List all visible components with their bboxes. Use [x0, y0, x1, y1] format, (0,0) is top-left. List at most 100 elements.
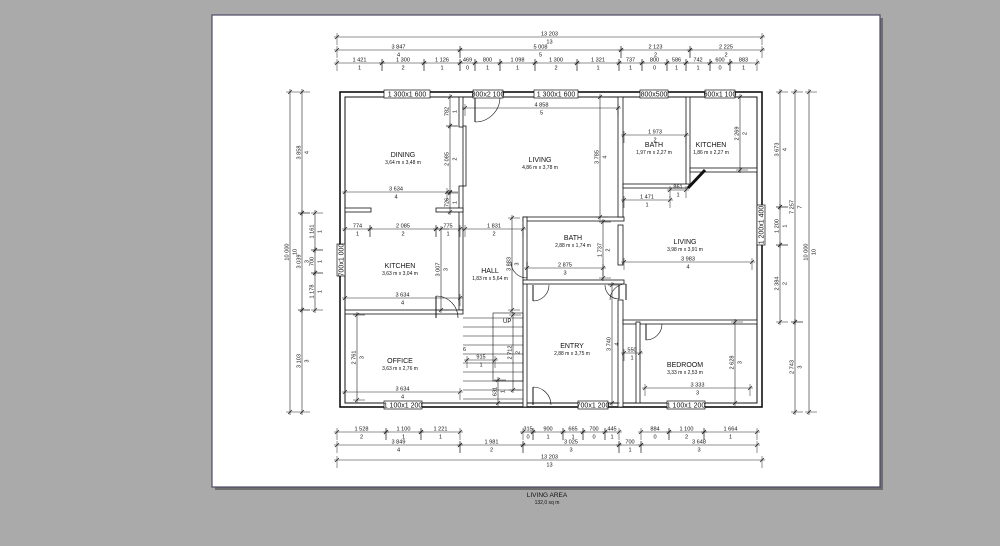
- dimension-count: 1: [628, 448, 631, 454]
- dimension-value: 600: [715, 58, 724, 64]
- window-opening: 1 100x1 200: [383, 400, 423, 410]
- window-opening: 700x1 000: [336, 244, 346, 276]
- dimension-count: 3: [738, 361, 744, 364]
- dimension-count: 2: [783, 282, 789, 285]
- stairs-up-label: UP: [503, 319, 511, 325]
- dimension-value: 861: [673, 185, 682, 191]
- dimension-count: 2: [653, 138, 656, 144]
- room-size: 1,83 m x 5,64 m: [472, 276, 508, 282]
- dimension-value: 900: [543, 427, 552, 433]
- room-name: LIVING: [674, 239, 697, 246]
- opening-size-label: 1 100x1 200: [384, 403, 423, 410]
- interior-wall: [344, 207, 372, 213]
- door-swing-arc: [435, 295, 459, 319]
- dimension-count: 3: [696, 391, 699, 397]
- dimension-count: 2: [401, 232, 404, 238]
- dimension-value: 800: [650, 58, 659, 64]
- dimension-count: 1: [440, 66, 443, 72]
- dimension-count: 3: [798, 365, 804, 368]
- dimension-count: 4: [401, 301, 404, 307]
- interior-wall: [617, 96, 624, 218]
- dimension-count: 3: [305, 260, 311, 263]
- interior-wall: [689, 167, 758, 173]
- dimension-count: 0: [592, 435, 595, 441]
- dimension-value: 1 126: [435, 58, 449, 64]
- interior-wall: [435, 207, 464, 213]
- room-size: 2,88 m x 1,74 m: [555, 243, 591, 249]
- walls: UP6: [339, 91, 763, 408]
- window-opening: 600x1 100: [704, 89, 736, 99]
- dimension-value: 13 203: [541, 455, 558, 461]
- interior-wall: [622, 319, 758, 325]
- dimension-count: 13: [546, 40, 552, 46]
- room-name: HALL: [481, 268, 499, 275]
- room-name: DINING: [391, 152, 416, 159]
- dimension-count: 1: [742, 66, 745, 72]
- room-name: BATH: [645, 142, 663, 149]
- dimension-value: 2 225: [719, 45, 733, 51]
- dimension-value: 1 471: [640, 195, 654, 201]
- dimension-value: 10 000: [285, 243, 291, 260]
- dimension-value: 3 673: [775, 143, 781, 157]
- dimension-value: 586: [672, 58, 681, 64]
- dimension-count: 1: [486, 66, 489, 72]
- dimension-value: 1 737: [598, 243, 604, 257]
- dimension-count: 1: [318, 230, 324, 233]
- door-swing-arc: [532, 386, 552, 406]
- dimension-value: 2 085: [445, 152, 451, 166]
- dimension-value: 665: [568, 427, 577, 433]
- interior-wall: [617, 224, 624, 266]
- dimension-value: 3 634: [389, 187, 403, 193]
- door-swing-arc: [532, 284, 550, 302]
- living-area-value: 132,0 sq m: [535, 500, 560, 506]
- dimension-value: 631: [493, 387, 499, 396]
- dimension-value: 782: [445, 107, 451, 116]
- dimension-count: 1: [516, 66, 519, 72]
- door-swing-arc: [510, 261, 528, 279]
- dimension-count: 4: [615, 342, 621, 345]
- dimension-value: 700: [589, 427, 598, 433]
- dimension-value: 13 203: [541, 32, 558, 38]
- dimension-count: 2: [743, 132, 749, 135]
- room-name: LIVING: [529, 157, 552, 164]
- window-opening: 1 300x1 600: [533, 89, 579, 99]
- dimension-value: 1 300: [396, 58, 410, 64]
- stair-landing: [492, 312, 524, 382]
- window-opening: 1 100x1 200: [666, 400, 705, 410]
- opening-size-label: 800x2 100: [472, 92, 505, 99]
- dimension-count: 1: [645, 203, 648, 209]
- dimension-value: 800: [483, 58, 492, 64]
- dimension-value: 774: [353, 224, 362, 230]
- dimension-value: 700: [625, 440, 634, 446]
- dimension-count: 1: [546, 435, 549, 441]
- dimension-count: 1: [676, 193, 679, 199]
- dimension-count: 1: [453, 201, 459, 204]
- window-opening: 700x1 200: [577, 400, 609, 410]
- dimension-value: 2 269: [735, 127, 741, 141]
- interior-wall: [685, 96, 691, 188]
- dimension-value: 2 123: [649, 45, 663, 51]
- interior-wall: [462, 125, 467, 187]
- dimension-count: 0: [466, 66, 469, 72]
- dimension-count: 2: [401, 66, 404, 72]
- dimension-count: 1: [358, 66, 361, 72]
- dimension-value: 742: [693, 58, 702, 64]
- dimension-count: 1: [729, 435, 732, 441]
- dimension-value: 1 178: [310, 285, 316, 299]
